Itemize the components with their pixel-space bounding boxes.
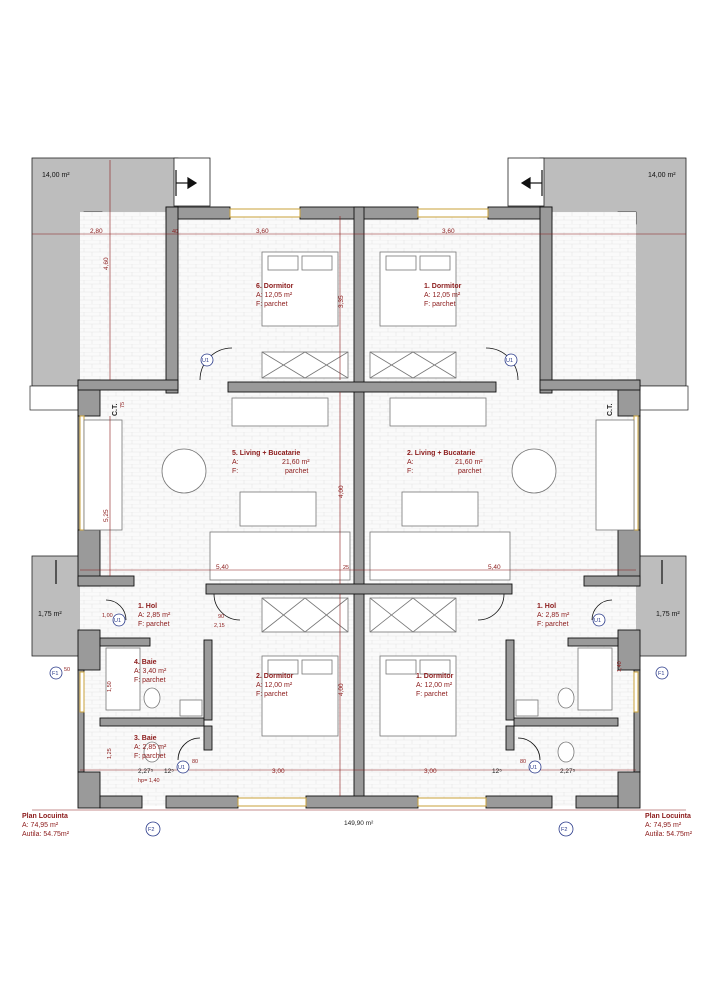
dim-12-right: 12⁵ [492, 768, 502, 775]
dim-3-60-right: 3,60 [442, 228, 455, 235]
room-labels: 6. Dormitor A: 12,05 m² F: parchet 1. Do… [134, 283, 570, 760]
room-2-area-label: A: [407, 459, 414, 466]
hol-left-name: 1. Hol [138, 603, 157, 610]
dimension-labels: 2,80 3,60 3,60 4,60 3,35 4,00 5,25 5,40 … [64, 228, 623, 827]
dim-80-right: 80 [520, 759, 526, 765]
info-right-title: Plan Locuinta [645, 813, 691, 820]
door-1-00: 1,00 [102, 613, 113, 619]
room-2-bottom-area: A: 12,00 m² [256, 682, 293, 689]
info-blocks: Plan Locuinta A: 74,95 m² Autila: 54.75m… [22, 813, 693, 838]
dim-25: 25 [343, 565, 349, 571]
tag-u1-bath-left: U1 [178, 765, 185, 771]
door-90: 90 [218, 614, 224, 620]
info-left-title: Plan Locuinta [22, 813, 68, 820]
dim-40: 40 [172, 229, 178, 235]
ct-label-right: C.T. [607, 404, 614, 417]
ct-label-left: C.T. [112, 404, 119, 417]
terrace-left-area: 14,00 m² [42, 172, 70, 179]
door-50: 50 [64, 667, 70, 673]
dim-3-00-right: 3,00 [424, 768, 437, 775]
room-2-bottom-name: 2. Dormitor [256, 673, 294, 680]
walls [77, 206, 641, 809]
door-2-15: 2,15 [214, 623, 225, 629]
dim-5-40-right: 5,40 [488, 564, 501, 571]
dim-3-35: 3,35 [338, 295, 345, 308]
dim-2-27-left: 2,27⁵ [138, 768, 154, 775]
tag-f2-right: F2 [561, 827, 567, 833]
section-arrows [55, 170, 663, 584]
door-75: 75 [120, 402, 126, 408]
terrace-area-labels: 14,00 m² 14,00 m² 1,75 m² 1,75 m² [38, 172, 680, 618]
info-right-useful: Autila: 54.75m² [645, 831, 693, 838]
porch-left-area: 1,75 m² [38, 611, 62, 618]
tag-u1-bath-right: U1 [530, 765, 537, 771]
baie-3-name: 3. Baie [134, 735, 157, 742]
dim-12-left: 12⁵ [164, 768, 174, 775]
dim-4-00-bottom: 4,00 [338, 683, 345, 696]
dim-2-27-right: 2,27⁵ [560, 768, 576, 775]
room-1-top-name: 1. Dormitor [424, 283, 462, 290]
dim-1-40: 1,40 [617, 661, 623, 672]
tag-u1-hol-right: U1 [594, 618, 601, 624]
dim-4-60: 4,60 [103, 257, 110, 270]
room-5-floor-label: F: [232, 468, 238, 475]
hol-left-area: A: 2,85 m² [138, 612, 171, 619]
tag-u1-top-left: U1 [202, 358, 209, 364]
dim-4-00-top: 4,00 [338, 485, 345, 498]
hol-right-area: A: 2,85 m² [537, 612, 570, 619]
info-left-area: A: 74,95 m² [22, 822, 59, 829]
dim-1-25: 1,25 [107, 748, 113, 759]
terrace-right-area: 14,00 m² [648, 172, 676, 179]
room-6-floor: F: parchet [256, 301, 288, 308]
dim-5-25: 5,25 [103, 509, 110, 522]
tag-f1-right: F1 [658, 671, 664, 677]
room-5-name: 5. Living + Bucatarie [232, 450, 300, 457]
baie-3-floor: F: parchet [134, 753, 166, 760]
windows [79, 208, 639, 807]
room-1-top-area: A: 12,05 m² [424, 292, 461, 299]
room-2-bottom-floor: F: parchet [256, 691, 288, 698]
room-2-name: 2. Living + Bucatarie [407, 450, 475, 457]
furniture [83, 251, 635, 763]
tag-f1-left: F1 [52, 671, 58, 677]
tag-u1-top-right: U1 [506, 358, 513, 364]
hol-left-floor: F: parchet [138, 621, 170, 628]
dim-80-left: 80 [192, 759, 198, 765]
dim-5-40-left: 5,40 [216, 564, 229, 571]
room-5-area-label: A: [232, 459, 239, 466]
room-2-area-value: 21,60 m² [455, 459, 483, 466]
info-left-useful: Autila: 54.75m² [22, 831, 70, 838]
room-5-area-value: 21,60 m² [282, 459, 310, 466]
baie-4-area: A: 3,40 m² [134, 668, 167, 675]
room-1-top-floor: F: parchet [424, 301, 456, 308]
tags [49, 353, 669, 837]
baie-4-name: 4. Baie [134, 659, 157, 666]
dim-3-00-left: 3,00 [272, 768, 285, 775]
hol-right-floor: F: parchet [537, 621, 569, 628]
room-6-area: A: 12,05 m² [256, 292, 293, 299]
room-1-bottom-floor: F: parchet [416, 691, 448, 698]
tag-labels: C.T. C.T. U1 U1 U1 U1 U1 U1 F2 F2 F1 F1 [52, 358, 664, 833]
doors [105, 347, 613, 761]
baie-3-area: A: 2,85 m² [134, 744, 167, 751]
dimension-lines [32, 160, 686, 811]
room-6-name: 6. Dormitor [256, 283, 294, 290]
room-1-bottom-name: 1. Dormitor [416, 673, 454, 680]
hol-right-name: 1. Hol [537, 603, 556, 610]
dim-3-60-left: 3,60 [256, 228, 269, 235]
room-1-bottom-area: A: 12,00 m² [416, 682, 453, 689]
tag-f2-left: F2 [148, 827, 154, 833]
info-right-area: A: 74,95 m² [645, 822, 682, 829]
total-area: 149,90 m² [344, 820, 374, 827]
tag-u1-hol-left: U1 [114, 618, 121, 624]
porch-right-area: 1,75 m² [656, 611, 680, 618]
room-5-floor-value: parchet [285, 468, 308, 475]
dim-2-80: 2,80 [90, 228, 103, 235]
dim-1-50: 1,50 [107, 681, 113, 692]
room-2-floor-label: F: [407, 468, 413, 475]
baie-4-floor: F: parchet [134, 677, 166, 684]
room-2-floor-value: parchet [458, 468, 481, 475]
hp-label: hp= 1,40 [138, 778, 160, 784]
